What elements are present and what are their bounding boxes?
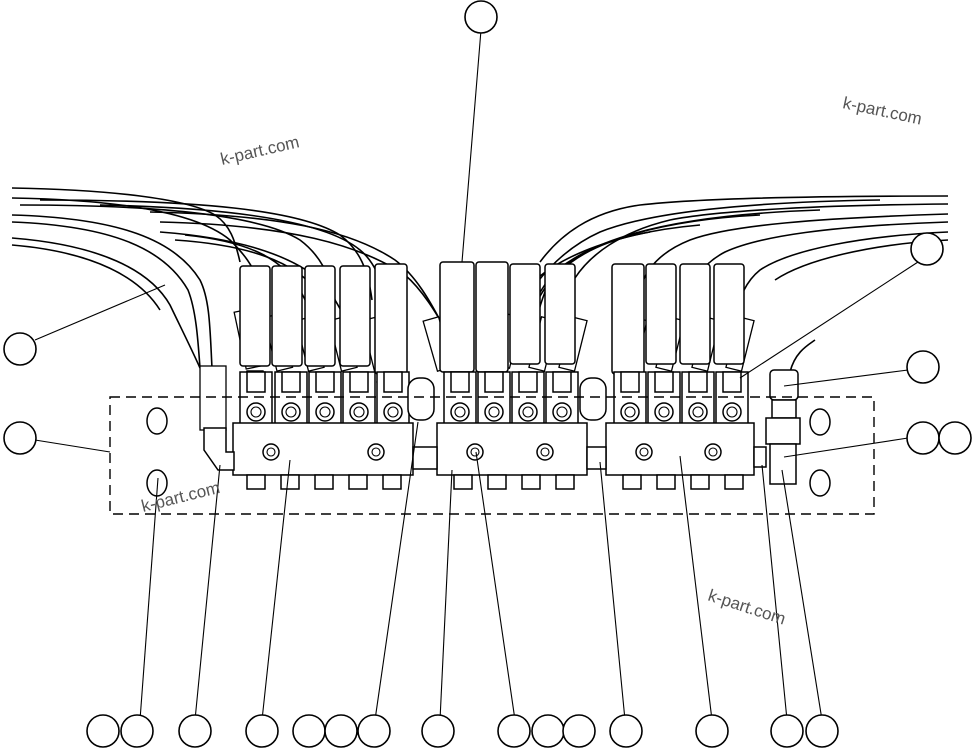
callout-balloon [292,714,326,748]
mounting-bolts [146,407,831,497]
valve-cylinders [239,261,745,375]
valve-port [688,402,708,422]
bottom-port [280,474,300,490]
bottom-port [314,474,334,490]
valve-port-inner [658,406,670,418]
callout-balloon [178,714,212,748]
bottom-port [382,474,402,490]
bottom-port [656,474,676,490]
valve-port [281,402,301,422]
valve-port-inner [353,406,365,418]
bottom-port [348,474,368,490]
valve-port-inner [285,406,297,418]
callout-balloons [3,0,972,748]
manifold-plates [232,377,767,490]
bottom-port [724,474,744,490]
watermark-text: k-part.com [219,132,302,169]
watermark-text: k-part.com [841,93,923,128]
valve-port-inner [624,406,636,418]
leader-lines [34,29,919,721]
valve-bodies [239,371,749,425]
hex-fitting [383,371,403,393]
valve-port [450,402,470,422]
bottom-port [453,474,473,490]
callout-balloon [245,714,279,748]
watermark-text: k-part.com [706,586,788,629]
valve-port [383,402,403,422]
valve-port-inner [387,406,399,418]
callout-balloon [938,421,972,455]
bottom-port [622,474,642,490]
callout-balloon [695,714,729,748]
callout-balloon [906,421,940,455]
callout-balloon [421,714,455,748]
callout-balloon [562,714,596,748]
callout-balloon [357,714,391,748]
valve-port-inner [488,406,500,418]
hex-fitting [722,371,742,393]
callout-balloon [910,232,944,266]
hex-fitting [246,371,266,393]
valve-port-inner [454,406,466,418]
callout-balloon [497,714,531,748]
callout-balloon [120,714,154,748]
valve-port [654,402,674,422]
valve-port [722,402,742,422]
valve-port-inner [250,406,262,418]
valve-port [552,402,572,422]
valve-port-inner [692,406,704,418]
valve-port-inner [556,406,568,418]
hex-fitting [349,371,369,393]
callout-balloon [609,714,643,748]
valve-port [246,402,266,422]
callout-balloon [3,332,37,366]
hex-fitting [620,371,640,393]
hex-fitting [281,371,301,393]
valve-port [484,402,504,422]
hex-fitting [688,371,708,393]
pressure-switch [765,339,816,485]
hex-fitting [654,371,674,393]
valve-port [315,402,335,422]
bottom-port [246,474,266,490]
hex-fitting [450,371,470,393]
valve-port [518,402,538,422]
assembly-boundary [109,396,875,515]
hex-fitting [552,371,572,393]
valve-port-inner [726,406,738,418]
callout-balloon [86,714,120,748]
valve-port-inner [522,406,534,418]
bottom-port [555,474,575,490]
callout-balloon [906,350,940,384]
elbow-fitting [203,427,235,471]
callout-balloon [3,421,37,455]
callout-balloon [805,714,839,748]
valve-port [620,402,640,422]
bottom-port [487,474,507,490]
bottom-port [521,474,541,490]
callout-balloon [464,0,498,34]
valve-port-inner [319,406,331,418]
valve-port [349,402,369,422]
bottom-port [690,474,710,490]
callout-balloon [324,714,358,748]
hex-fitting [484,371,504,393]
callout-balloon [531,714,565,748]
hex-fitting [315,371,335,393]
hex-fitting [518,371,538,393]
callout-balloon [770,714,804,748]
